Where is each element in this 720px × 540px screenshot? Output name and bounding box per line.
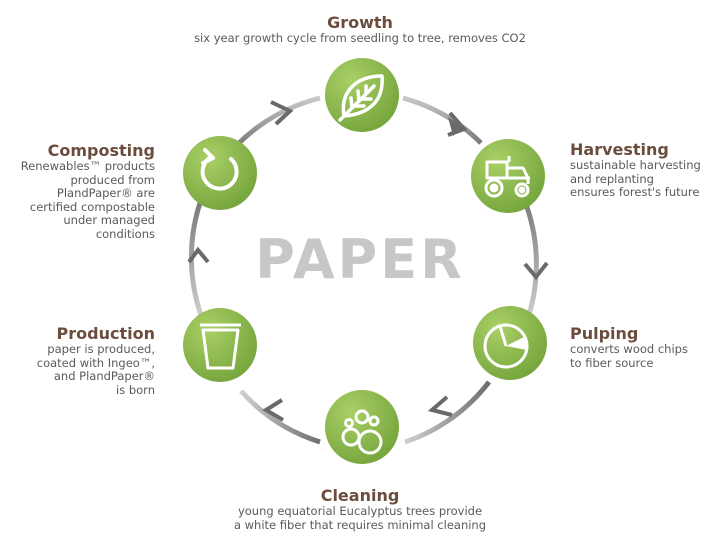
composting-desc-line-6: conditions — [95, 226, 155, 241]
pie-slice-icon — [483, 323, 529, 369]
cleaning-desc-line-1: young equatorial Eucalyptus trees provid… — [237, 504, 483, 518]
harvesting-node — [471, 139, 545, 213]
composting-node — [183, 136, 257, 210]
production-node — [183, 308, 257, 382]
cleaning-label: Cleaning young equatorial Eucalyptus tre… — [200, 486, 520, 532]
growth-label: Growth six year growth cycle from seedli… — [160, 13, 560, 46]
production-desc-line-1: paper is produced, — [47, 342, 155, 356]
composting-desc-line-4: certified compostable — [29, 199, 155, 214]
cup-icon — [200, 323, 241, 370]
harvesting-desc-line-3: ensures forest's future — [570, 185, 700, 199]
composting-desc-line-2: produced from — [70, 172, 155, 187]
growth-desc-line-1: six year growth cycle from seedling to t… — [194, 31, 526, 45]
harvesting-title: Harvesting — [570, 140, 669, 159]
arrow-head-to-pulping — [523, 261, 549, 281]
arrow-head-to-production — [262, 398, 285, 422]
harvesting-label: Harvesting sustainable harvesting and re… — [570, 140, 720, 200]
composting-desc-line-5: under managed — [63, 213, 155, 227]
leaf-icon — [338, 74, 384, 122]
cleaning-node — [325, 390, 399, 464]
harvesting-desc-line-1: sustainable harvesting — [570, 158, 701, 172]
production-desc-line-3: and PlandPaper® — [53, 369, 155, 383]
ring-arc-harvesting-pulping — [521, 198, 539, 322]
cleaning-title: Cleaning — [320, 486, 400, 505]
tractor-icon — [484, 156, 530, 198]
pulping-desc-line-2: to fiber source — [570, 355, 654, 370]
production-title: Production — [56, 324, 155, 343]
arrow-head-to-harvesting-outline — [447, 111, 468, 137]
recycle-arrow-icon — [200, 148, 239, 191]
harvesting-desc-line-2: and replanting — [570, 171, 654, 186]
arrow-head-to-composting — [187, 246, 210, 264]
growth-node — [325, 58, 399, 132]
production-desc-line-4: is born — [116, 382, 155, 397]
pulping-label: Pulping converts wood chips to fiber sou… — [570, 324, 720, 370]
ring-arc-cleaning-production — [239, 389, 321, 445]
arrow-head-to-harvesting — [448, 117, 463, 136]
cleaning-desc-line-2: a white fiber that requires minimal clea… — [233, 517, 487, 532]
ring-arc-pulping-cleaning — [404, 380, 491, 445]
ring-arc-growth-harvesting — [402, 95, 483, 145]
arrow-head-to-growth — [270, 100, 294, 126]
growth-title: Growth — [327, 13, 393, 32]
composting-desc-line-3: PlandPaper® are — [56, 186, 155, 200]
composting-title: Composting — [47, 141, 155, 160]
composting-desc-line-1: Renewables™ products — [20, 159, 155, 173]
production-desc-line-2: coated with Ingeo™, — [36, 355, 155, 370]
composting-label: Composting Renewables™ products produced… — [5, 141, 155, 241]
pulping-node — [473, 306, 547, 380]
production-label: Production paper is produced, coated wit… — [5, 324, 155, 397]
pulping-title: Pulping — [570, 324, 639, 343]
arrow-head-to-cleaning — [427, 395, 453, 417]
pulping-desc-line-1: converts wood chips — [570, 342, 688, 356]
bubbles-icon — [341, 409, 383, 455]
ring-arc-composting-growth — [235, 95, 321, 147]
center-label-paper: PAPER — [255, 228, 465, 291]
